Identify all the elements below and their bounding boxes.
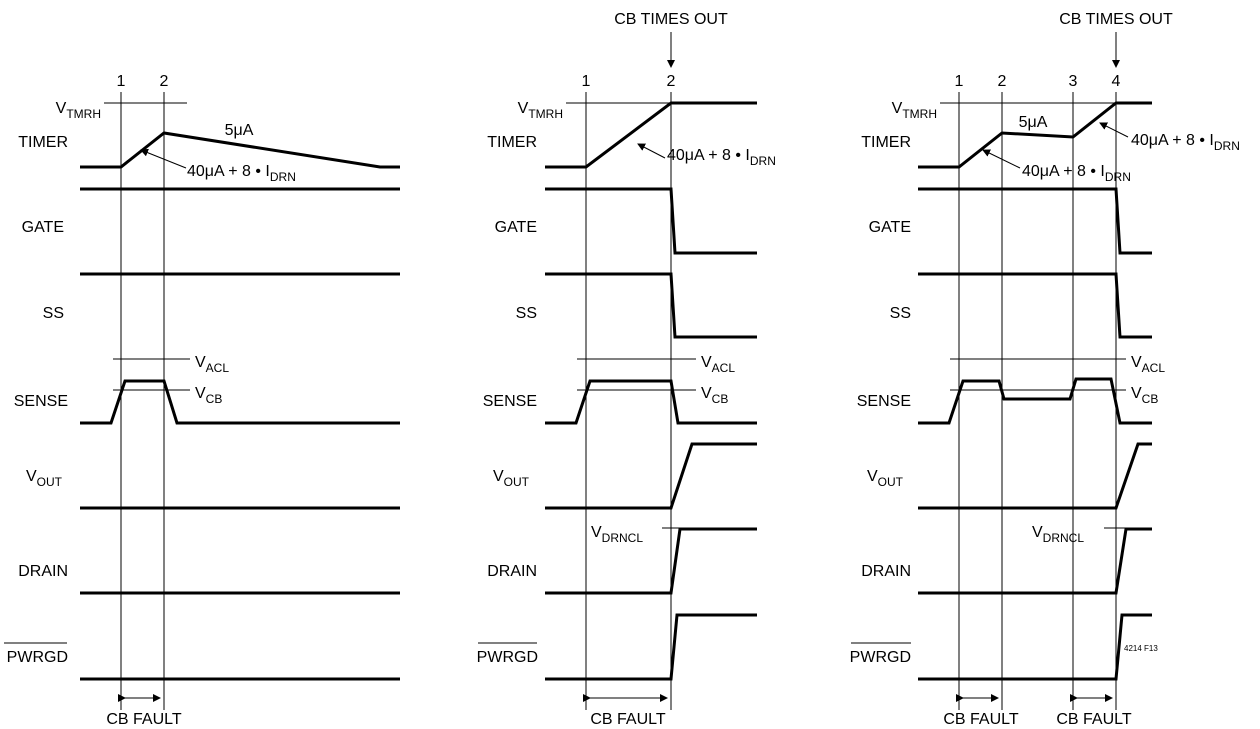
sense-trace <box>545 379 757 425</box>
timer-label: TIMER <box>18 134 68 151</box>
marker-2: 2 <box>160 73 169 90</box>
gate-label: GATE <box>495 219 537 236</box>
timer-trace <box>545 101 757 169</box>
drain-trace <box>918 527 1152 595</box>
vout-trace <box>918 442 1152 510</box>
charge-label: 40μA + 8 • IDRN <box>667 147 776 168</box>
marker-2: 2 <box>998 73 1007 90</box>
charge-arrow <box>140 148 187 169</box>
vtmrh-label: VTMRH <box>518 100 563 121</box>
ss-label: SS <box>43 305 64 322</box>
discharge-label: 5μA <box>1019 114 1048 131</box>
vout-label: VOUT <box>26 468 63 489</box>
drain-label: DRAIN <box>861 563 911 580</box>
gate-trace <box>545 187 757 255</box>
figure-id: 4214 F13 <box>1124 644 1158 653</box>
vcb-label: VCB <box>1131 385 1158 406</box>
charge-label-1: 40μA + 8 • IDRN <box>1022 163 1131 184</box>
ss-trace <box>918 272 1152 339</box>
pwrgd-trace <box>918 613 1152 681</box>
marker-3: 3 <box>1069 73 1078 90</box>
timer-trace <box>80 131 400 169</box>
gate-label: GATE <box>869 219 911 236</box>
charge-label: 40μA + 8 • IDRN <box>187 163 296 184</box>
marker-4: 4 <box>1112 73 1121 90</box>
vdrncl-label: VDRNCL <box>1032 524 1084 545</box>
vcb-label: VCB <box>701 385 728 406</box>
ss-label: SS <box>516 305 537 322</box>
sense-trace <box>80 379 400 425</box>
pwrgd-label: PWRGD <box>477 649 538 666</box>
vout-label: VOUT <box>867 468 904 489</box>
charge-arrow <box>637 143 666 159</box>
gate-trace <box>918 187 1152 255</box>
charge-label-2: 40μA + 8 • IDRN <box>1131 132 1240 153</box>
vout-trace <box>545 442 757 510</box>
vtmrh-label: VTMRH <box>892 100 937 121</box>
vacl-label: VACL <box>701 354 735 375</box>
vcb-label: VCB <box>195 385 222 406</box>
sense-trace <box>918 377 1152 425</box>
vdrncl-label: VDRNCL <box>591 524 643 545</box>
drain-label: DRAIN <box>18 563 68 580</box>
cb-fault-label-2: CB FAULT <box>1056 711 1132 728</box>
vacl-label: VACL <box>195 354 229 375</box>
timer-label: TIMER <box>487 134 537 151</box>
cb-times-out-label: CB TIMES OUT <box>1059 11 1173 28</box>
marker-1: 1 <box>117 73 126 90</box>
vout-label: VOUT <box>493 468 530 489</box>
ss-trace <box>545 272 757 339</box>
sense-label: SENSE <box>14 393 68 410</box>
drain-trace <box>545 527 757 595</box>
discharge-label: 5μA <box>225 122 254 139</box>
panel-1: 1 2 VTMRH TIMER 5μA 40μA + 8 • IDRN GATE… <box>4 73 400 728</box>
panel-2: CB TIMES OUT 1 2 VTMRH TIMER 40μA + 8 • … <box>477 11 776 728</box>
sense-label: SENSE <box>483 393 537 410</box>
timer-label: TIMER <box>861 134 911 151</box>
cb-fault-label: CB FAULT <box>106 711 182 728</box>
cb-fault-label-1: CB FAULT <box>943 711 1019 728</box>
drain-label: DRAIN <box>487 563 537 580</box>
cb-times-out-label: CB TIMES OUT <box>614 11 728 28</box>
ss-label: SS <box>890 305 911 322</box>
timer-trace <box>918 101 1152 169</box>
cb-fault-label: CB FAULT <box>590 711 666 728</box>
charge-arrow-1 <box>982 149 1021 169</box>
marker-1: 1 <box>955 73 964 90</box>
vtmrh-label: VTMRH <box>56 100 101 121</box>
gate-label: GATE <box>22 219 64 236</box>
marker-2: 2 <box>667 73 676 90</box>
charge-arrow-2 <box>1099 122 1129 138</box>
panel-3: CB TIMES OUT 1 2 3 4 VTMRH TIMER 5μA 40μ… <box>850 11 1240 728</box>
pwrgd-trace <box>545 613 757 681</box>
vacl-label: VACL <box>1131 354 1165 375</box>
sense-label: SENSE <box>857 393 911 410</box>
marker-1: 1 <box>582 73 591 90</box>
pwrgd-label: PWRGD <box>850 649 911 666</box>
pwrgd-label: PWRGD <box>7 649 68 666</box>
